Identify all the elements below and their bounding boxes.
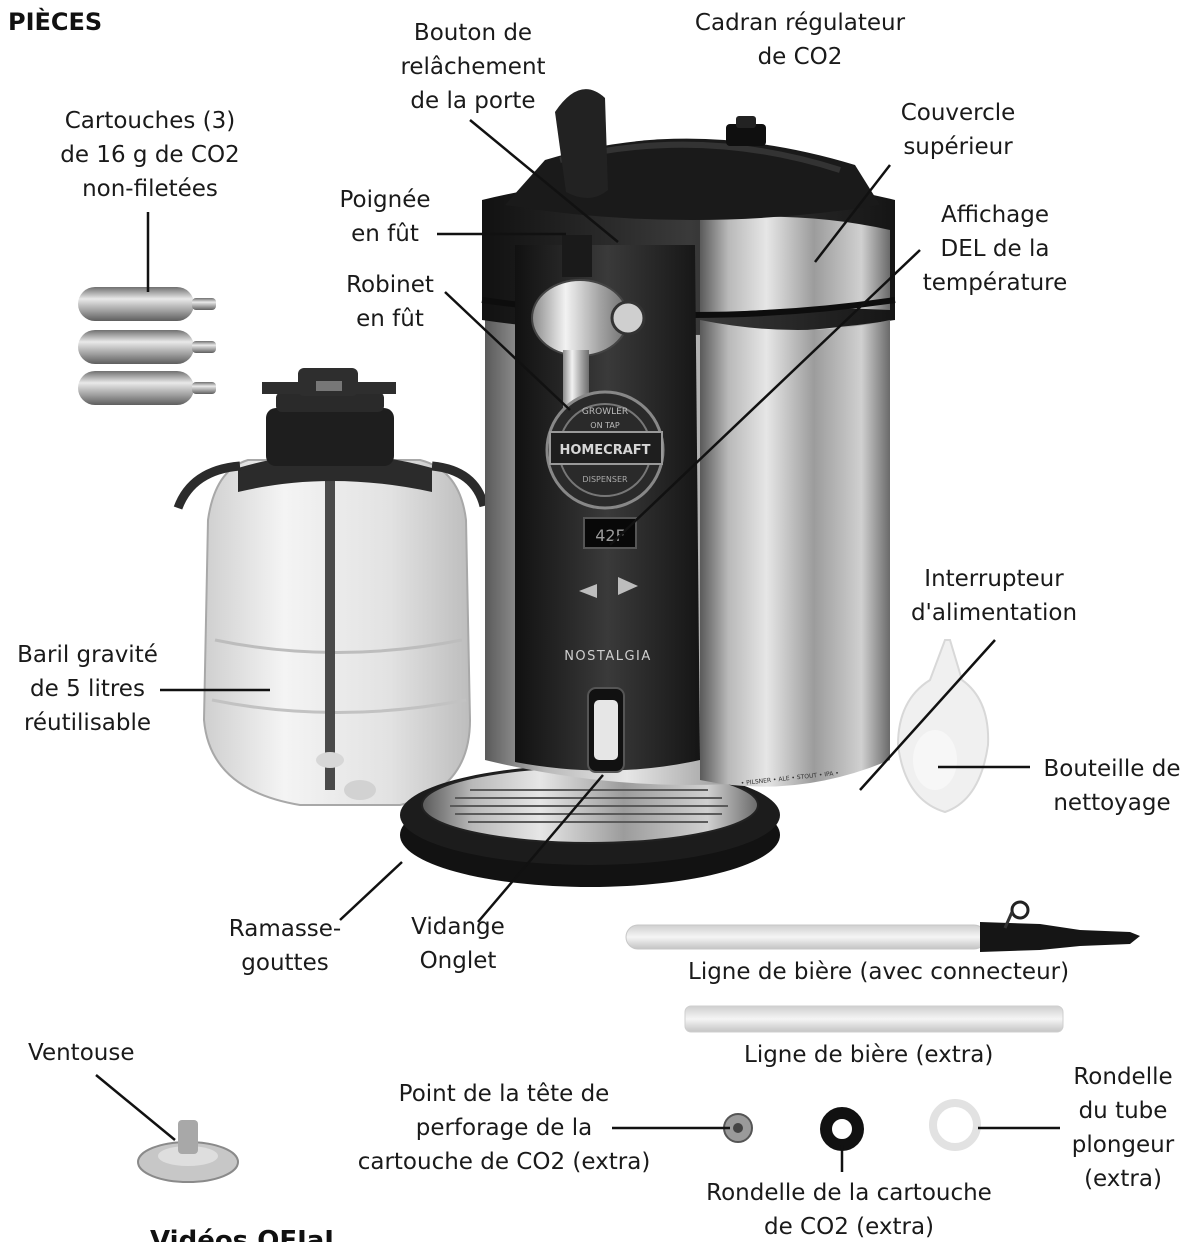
label-line: relâchement — [388, 50, 558, 84]
label-line: perforage de la — [345, 1111, 663, 1145]
label-led-display: Affichage DEL de la température — [905, 198, 1085, 300]
label-line: supérieur — [888, 130, 1028, 164]
badge-top-text: GROWLER — [582, 407, 628, 417]
brand-text: NOSTALGIA — [564, 649, 652, 664]
label-line: Rondelle de la cartouche — [694, 1176, 1004, 1210]
label-line: plongeur — [1058, 1128, 1188, 1162]
label-line: Onglet — [398, 944, 518, 978]
badge-main-text: HOMECRAFT — [559, 443, 650, 458]
label-line: température — [905, 266, 1085, 300]
label-top-lid: Couvercle supérieur — [888, 96, 1028, 164]
label-line: Point de la tête de — [345, 1077, 663, 1111]
co2-cartridge — [78, 287, 216, 321]
label-line: Couvercle — [888, 96, 1028, 130]
label-line: gouttes — [220, 946, 350, 980]
label-line: de CO2 — [680, 40, 920, 74]
badge-mid-text: ON TAP — [590, 421, 620, 430]
label-door-release: Bouton de relâchement de la porte — [388, 16, 558, 118]
cleaning-bottle — [898, 640, 988, 812]
label-line: Ligne de bière (avec connecteur) — [688, 955, 1069, 989]
label-line: Bouton de — [388, 16, 558, 50]
label-line: d'alimentation — [896, 596, 1092, 630]
suction-cup — [138, 1120, 238, 1182]
label-line: en fût — [335, 302, 445, 336]
beer-line-with-connector — [626, 902, 1140, 952]
label-line: réutilisable — [10, 706, 165, 740]
label-line: Ventouse — [28, 1036, 134, 1070]
label-line: cartouche de CO2 (extra) — [345, 1145, 663, 1179]
label-line: en fût — [330, 217, 440, 251]
label-suction-cup: Ventouse — [28, 1036, 134, 1070]
label-cartridge-washer: Rondelle de la cartouche de CO2 (extra) — [694, 1176, 1004, 1244]
beer-line-extra — [685, 1006, 1063, 1032]
label-beer-line-extra: Ligne de bière (extra) — [744, 1038, 993, 1072]
label-line: de 16 g de CO2 — [60, 138, 240, 172]
label-line: de CO2 (extra) — [694, 1210, 1004, 1244]
page-title: PIÈCES — [8, 8, 102, 36]
co2-cartridge — [78, 330, 216, 364]
label-piercing-tip: Point de la tête de perforage de la cart… — [345, 1077, 663, 1179]
label-line: Vidange — [398, 910, 518, 944]
label-co2-cartridges: Cartouches (3) de 16 g de CO2 non-fileté… — [60, 104, 240, 206]
label-dip-tube-washer: Rondelle du tube plongeur (extra) — [1058, 1060, 1188, 1196]
label-drip-tray: Ramasse- gouttes — [220, 912, 350, 980]
label-line: de 5 litres — [10, 672, 165, 706]
badge-bottom-text: DISPENSER — [582, 475, 628, 484]
label-line: Robinet — [335, 268, 445, 302]
label-line: du tube — [1058, 1094, 1188, 1128]
label-line: Interrupteur — [896, 562, 1092, 596]
label-keg-tap: Robinet en fût — [335, 268, 445, 336]
label-gravity-keg: Baril gravité de 5 litres réutilisable — [10, 638, 165, 740]
label-co2-regulator: Cadran régulateur de CO2 — [680, 6, 920, 74]
label-cleaning-bottle: Bouteille de nettoyage — [1032, 752, 1192, 820]
co2-cartridges — [78, 287, 216, 405]
label-line: Bouteille de — [1032, 752, 1192, 786]
label-line: Ramasse- — [220, 912, 350, 946]
label-beer-line-connector: Ligne de bière (avec connecteur) — [688, 955, 1069, 989]
label-line: Baril gravité — [10, 638, 165, 672]
label-line: Cadran régulateur — [680, 6, 920, 40]
label-line: Ligne de bière (extra) — [744, 1038, 993, 1072]
label-line: Cartouches (3) — [60, 104, 240, 138]
label-line: non-filetées — [60, 172, 240, 206]
label-power-switch: Interrupteur d'alimentation — [896, 562, 1092, 630]
label-keg-handle: Poignée en fût — [330, 183, 440, 251]
gravity-keg — [178, 368, 484, 805]
co2-cartridge — [78, 371, 216, 405]
label-line: nettoyage — [1032, 786, 1192, 820]
label-line: DEL de la — [905, 232, 1085, 266]
cut-off-caption: Vidéos OFIaL — [150, 1226, 341, 1242]
label-line: Affichage — [905, 198, 1085, 232]
dip-tube-washer — [933, 1103, 977, 1147]
label-line: Rondelle — [1058, 1060, 1188, 1094]
cartridge-washer — [826, 1113, 858, 1145]
label-line: (extra) — [1058, 1162, 1188, 1196]
label-drain-tab: Vidange Onglet — [398, 910, 518, 978]
label-line: Poignée — [330, 183, 440, 217]
label-line: de la porte — [388, 84, 558, 118]
